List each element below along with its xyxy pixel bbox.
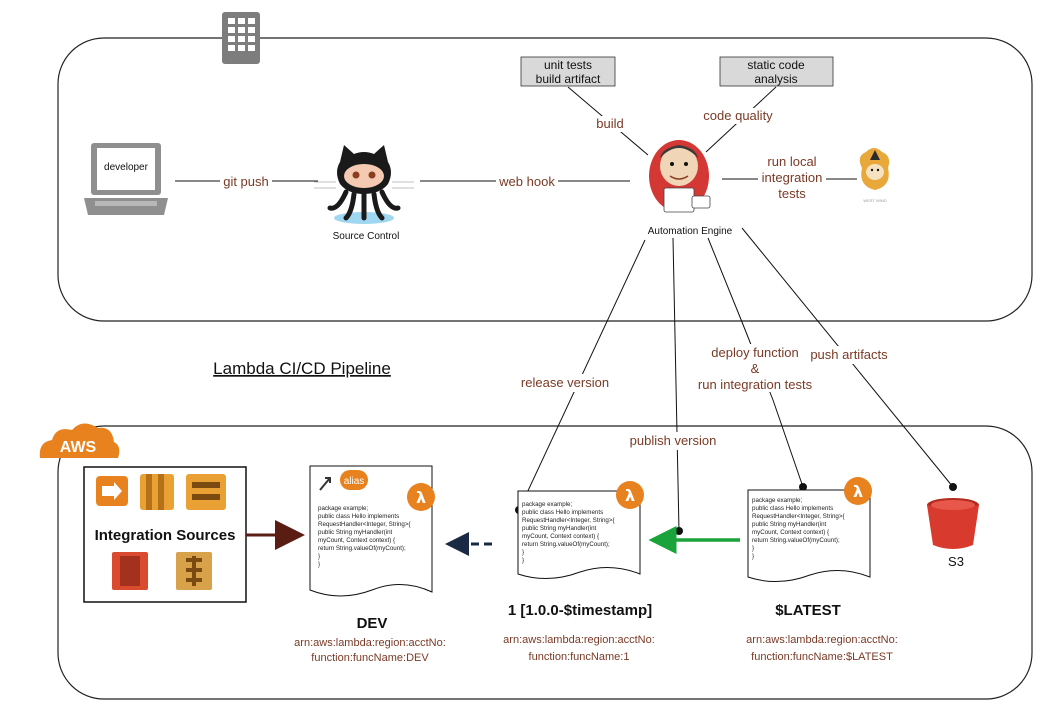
dev-arn-line1: arn:aws:lambda:region:acctNo: (294, 637, 446, 649)
local-tests-label-3: tests (778, 186, 806, 201)
latest-code-line: public class Hello implements (752, 505, 833, 512)
v1-code-line: public String myHandler(int (522, 525, 597, 532)
push-endpoint-dot (949, 483, 957, 491)
dev-arn-line2: function:funcName:DEV (311, 652, 429, 664)
source-control-label: Source Control (333, 231, 400, 242)
build-box-line2: build artifact (536, 72, 601, 86)
v1-code-line: myCount, Context context) { (522, 533, 599, 540)
integration-service-icons (96, 474, 226, 590)
v1-arn-line1: arn:aws:lambda:region:acctNo: (503, 634, 655, 646)
developer-laptop-icon (84, 143, 168, 215)
dev-code-line: return String.valueOf(myCount); (318, 545, 406, 552)
v1-code-line: RequestHandler<Integer, String>{ (522, 517, 615, 524)
latest-code-line: } (752, 545, 754, 552)
dev-document (309, 465, 433, 597)
v1-code-block: package example; public class Hello impl… (522, 501, 615, 564)
build-label: build (596, 116, 623, 131)
v1-code-line: return String.valueOf(myCount); (522, 541, 610, 548)
v1-document (517, 490, 641, 580)
git-push-label: git push (223, 174, 269, 189)
publish-version-label: publish version (630, 433, 717, 448)
alias-badge (340, 470, 368, 490)
quality-box (719, 56, 834, 87)
integration-sources-label: Integration Sources (95, 527, 236, 544)
aws-badge-text: AWS (60, 439, 97, 456)
octocat-icon (314, 145, 414, 224)
publish-endpoint-dot (675, 527, 683, 535)
deploy-endpoint-dot (799, 483, 807, 491)
dev-name: DEV (357, 615, 388, 632)
latest-code-line: public String myHandler(int (752, 521, 827, 528)
local-tests-label-1: run local (767, 154, 816, 169)
alias-arrow-icon (319, 477, 331, 491)
svg-text:λ: λ (625, 486, 635, 505)
v1-arn-line2: function:funcName:1 (529, 651, 630, 663)
local-tests-label-2: integration (762, 170, 823, 185)
svg-text:λ: λ (416, 488, 426, 507)
aws-cloud-icon: AWS (39, 423, 120, 458)
v1-code-line: package example; (522, 501, 573, 508)
quality-box-line1: static code (747, 58, 805, 72)
push-artifacts-label: push artifacts (810, 347, 888, 362)
web-hook-label: web hook (498, 174, 555, 189)
v1-code-line: } (522, 549, 524, 556)
svg-text:WEST WIND: WEST WIND (863, 198, 886, 203)
latest-code-line: package example; (752, 497, 803, 504)
dev-code-line: } (318, 561, 320, 568)
latest-arn-line1: arn:aws:lambda:region:acctNo: (746, 634, 898, 646)
pipeline-title: Lambda CI/CD Pipeline (213, 359, 391, 378)
latest-document (747, 489, 871, 583)
v1-code-line: } (522, 557, 524, 564)
dev-code-line: } (318, 553, 320, 560)
deploy-label-1: deploy function (711, 345, 798, 360)
dev-code-block: package example; public class Hello impl… (318, 505, 411, 568)
latest-code-line: RequestHandler<Integer, String>{ (752, 513, 845, 520)
jenkins-icon (649, 140, 711, 213)
dev-code-line: myCount, Context context) { (318, 537, 395, 544)
quality-box-line2: analysis (754, 72, 797, 86)
latest-code-line: } (752, 553, 754, 560)
release-version-label: release version (521, 375, 609, 390)
latest-code-line: myCount, Context context) { (752, 529, 829, 536)
server-icon (222, 12, 260, 64)
dev-code-line: package example; (318, 505, 368, 512)
deploy-label-3: run integration tests (698, 377, 813, 392)
svg-text:λ: λ (853, 482, 863, 501)
publish-line (672, 237, 680, 532)
latest-code-block: package example; public class Hello impl… (752, 497, 845, 560)
build-box (520, 56, 616, 87)
dev-code-line: public String myHandler(int (318, 529, 393, 536)
dev-code-line: public class Hello implements (318, 513, 399, 520)
v1-code-line: public class Hello implements (522, 509, 603, 516)
build-box-line1: unit tests (544, 58, 592, 72)
deploy-label-2: & (751, 361, 760, 376)
dev-lambda-icon: λ (407, 483, 435, 511)
v1-lambda-icon: λ (616, 481, 644, 509)
westwind-icon: WEST WIND (859, 148, 890, 203)
v1-name: 1 [1.0.0-$timestamp] (508, 602, 652, 619)
dev-code-line: RequestHandler<Integer, String>{ (318, 521, 411, 528)
developer-label: developer (104, 162, 149, 173)
latest-lambda-icon: λ (844, 477, 872, 505)
latest-name: $LATEST (775, 602, 841, 619)
latest-arn-line2: function:funcName:$LATEST (751, 651, 893, 663)
s3-bucket-icon (927, 498, 979, 549)
alias-badge-text: alias (344, 476, 365, 487)
code-quality-label: code quality (703, 108, 773, 123)
s3-label: S3 (948, 554, 964, 569)
latest-code-line: return String.valueOf(myCount); (752, 537, 840, 544)
automation-engine-label: Automation Engine (648, 226, 733, 237)
